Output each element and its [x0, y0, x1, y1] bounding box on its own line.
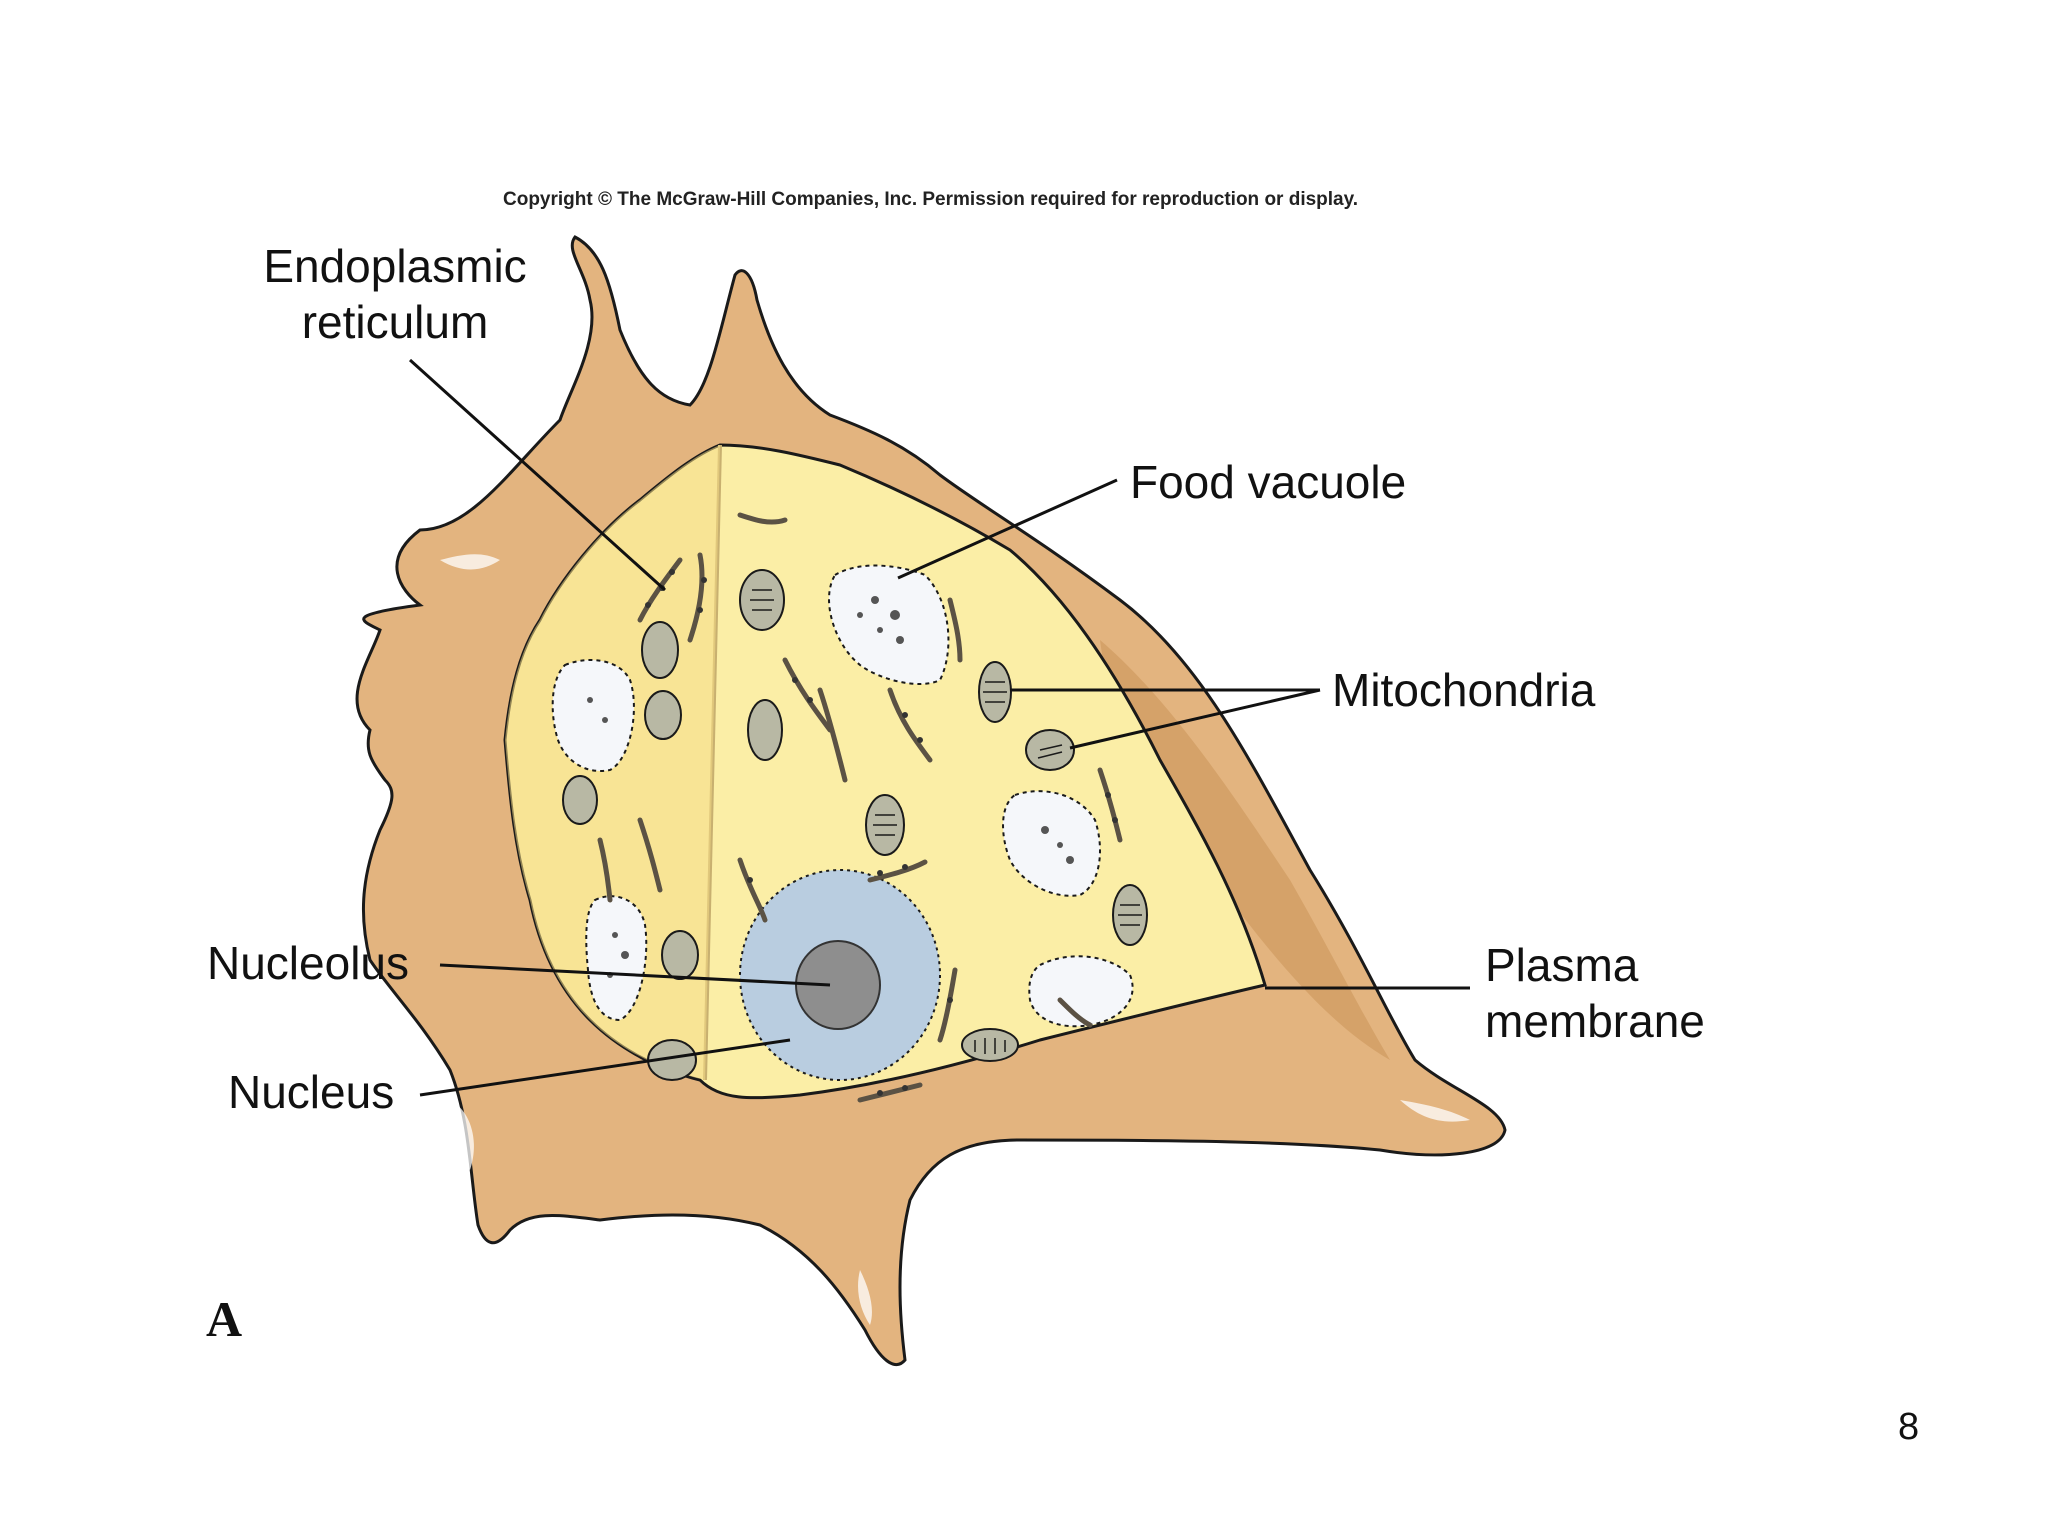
- er-dots: [645, 569, 1118, 1096]
- copyright-notice: Copyright © The McGraw-Hill Companies, I…: [503, 189, 1359, 210]
- food-vacuole: [1028, 955, 1134, 1028]
- mitochondrion: [641, 621, 679, 679]
- label-mitochondria: Mitochondria: [1332, 664, 1596, 716]
- er-strand: [637, 557, 683, 623]
- label-nucleus: Nucleus: [228, 1066, 395, 1118]
- mitochondria-cristae: [750, 589, 1142, 1054]
- label-nucleolus: Nucleolus: [207, 937, 409, 989]
- food-vacuole: [585, 895, 648, 1022]
- page-number: 8: [1898, 1406, 1920, 1448]
- panel-letter: A: [206, 1291, 243, 1347]
- er-strand: [737, 857, 768, 923]
- mitochondrion: [747, 699, 783, 761]
- label-endoplasmic-reticulum: Endoplasmic reticulum: [240, 238, 550, 350]
- leader-food-vacuole: [897, 478, 1118, 580]
- label-plasma-membrane-line2: membrane: [1485, 995, 1705, 1047]
- er-strands: [597, 512, 1123, 1103]
- er-strand: [687, 552, 705, 643]
- leader-er: [408, 358, 667, 592]
- food-vacuole: [551, 659, 635, 772]
- er-strand: [1097, 767, 1123, 843]
- mitochondrion: [562, 775, 598, 825]
- label-er-line1: Endoplasmic: [263, 240, 527, 292]
- membrane-shade: [1100, 640, 1390, 1060]
- food-vacuole: [1002, 790, 1101, 897]
- er-strand: [597, 837, 613, 903]
- er-strand: [947, 597, 963, 663]
- leader-nucleus: [419, 1038, 791, 1097]
- food-vacuole: [828, 564, 950, 686]
- mitochondrion: [661, 930, 699, 980]
- mitochondrion: [961, 1028, 1019, 1062]
- er-strand: [737, 512, 788, 525]
- leader-nucleolus: [439, 963, 831, 987]
- er-strand: [817, 687, 848, 783]
- mitochondrion: [1025, 729, 1075, 771]
- label-plasma-membrane-line1: Plasma: [1485, 939, 1639, 991]
- label-plasma-membrane: Plasma membrane: [1485, 937, 1705, 1049]
- label-er-line2: reticulum: [301, 296, 489, 348]
- nucleolus: [795, 940, 881, 1030]
- leader-lines: [408, 358, 1470, 1097]
- vacuole-contents: [587, 596, 1074, 978]
- label-food-vacuole: Food vacuole: [1130, 456, 1407, 508]
- leader-mitochondria-2: [1069, 688, 1321, 750]
- er-strand: [1057, 997, 1093, 1028]
- er-strand: [937, 967, 958, 1043]
- er-strand: [637, 817, 663, 893]
- mitochondrion: [644, 690, 682, 740]
- er-strand: [857, 1082, 923, 1103]
- er-strand: [887, 687, 933, 763]
- er-strand: [867, 859, 928, 883]
